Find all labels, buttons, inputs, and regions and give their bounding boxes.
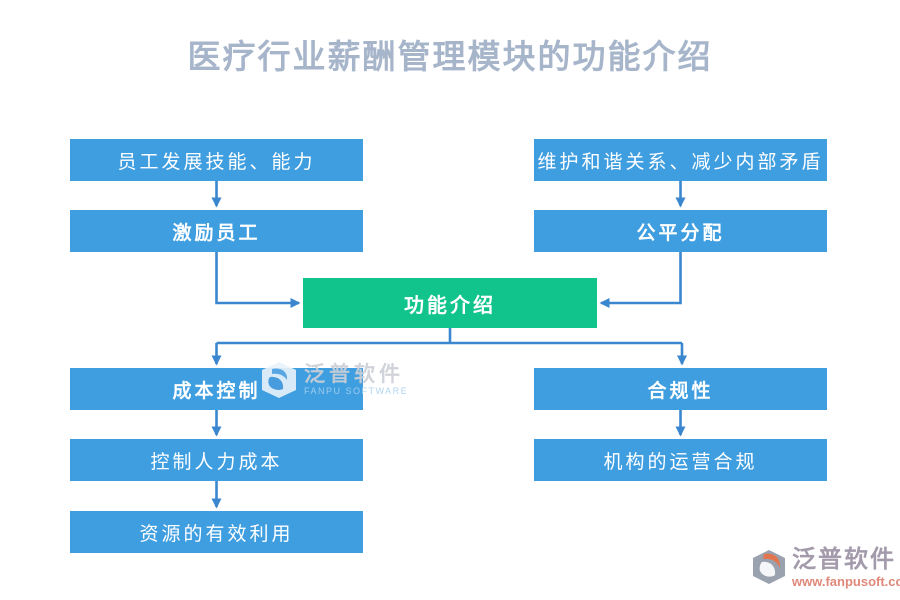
node-label: 成本控制: [172, 380, 261, 402]
fanpu-watermark-logo-icon: [262, 362, 296, 398]
watermark-text: 泛普软件 FANPU SOFTWARE: [304, 364, 408, 396]
node-label: 功能介绍: [404, 294, 496, 317]
node-label: 公平分配: [636, 222, 725, 244]
node-operational-compliance: 机构的运营合规: [534, 439, 827, 481]
node-motivate-employees: 激励员工: [70, 210, 363, 252]
node-label: 机构的运营合规: [603, 451, 758, 473]
footer-url: www.fanpusoft.com: [792, 574, 900, 589]
fanpu-logo-icon: [753, 550, 785, 584]
node-function-intro: 功能介绍: [303, 278, 597, 328]
node-label: 维护和谐关系、减少内部矛盾: [537, 151, 824, 173]
node-compliance: 合规性: [534, 368, 827, 410]
node-control-labor-cost: 控制人力成本: [70, 439, 363, 481]
footer-brand: 泛普软件: [792, 547, 896, 573]
node-effective-resource-use: 资源的有效利用: [70, 511, 363, 553]
node-harmonious-relations: 维护和谐关系、减少内部矛盾: [534, 139, 827, 181]
node-employee-skills: 员工发展技能、能力: [70, 139, 363, 181]
footer-logo-text: 泛普软件 www.fanpusoft.com: [792, 548, 900, 588]
watermark-brand: 泛普软件: [304, 362, 404, 386]
node-fair-distribution: 公平分配: [534, 210, 827, 252]
footer-logo: 泛普软件 www.fanpusoft.com: [750, 548, 900, 588]
node-cost-control: 成本控制: [70, 368, 363, 410]
node-label: 资源的有效利用: [139, 523, 294, 545]
watermark: 泛普软件 FANPU SOFTWARE: [260, 361, 408, 399]
page-title: 医疗行业薪酬管理模块的功能介绍: [187, 40, 713, 76]
node-label: 激励员工: [172, 222, 261, 244]
node-label: 控制人力成本: [150, 451, 283, 473]
node-label: 员工发展技能、能力: [117, 151, 316, 173]
watermark-subtitle: FANPU SOFTWARE: [304, 386, 409, 396]
node-label: 合规性: [647, 380, 714, 402]
